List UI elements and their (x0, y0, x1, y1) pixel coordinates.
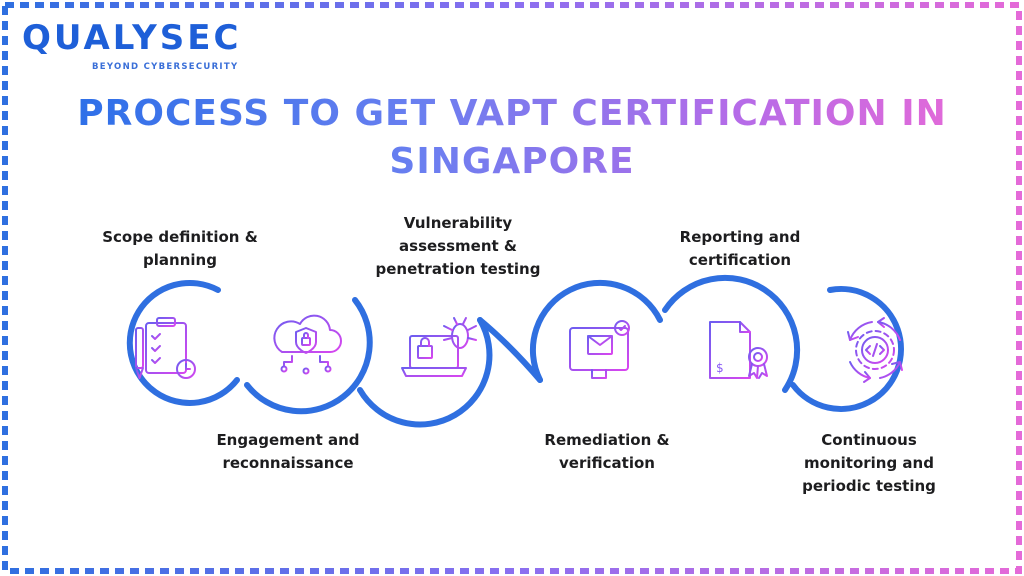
arc-step-4 (529, 279, 663, 383)
step-6-line-3: periodic testing (802, 477, 936, 495)
qualysec-logo: QUALYSEC BEYOND CYBERSECURITY (22, 16, 272, 76)
arc-step-2 (244, 297, 373, 415)
process-wave-connector (126, 274, 904, 428)
step-1-label: Scope definition & planning (85, 226, 275, 272)
laptop-bug-lock-icon (401, 317, 477, 377)
step-5-line-2: certification (688, 251, 792, 269)
arc-step-3 (357, 317, 493, 428)
step-3-line-2: assessment & (399, 237, 517, 255)
arc-link-3-4 (477, 317, 543, 383)
cycle-code-gear-icon (847, 317, 903, 383)
step-2-label: Engagement and reconnaissance (198, 429, 378, 475)
monitor-mail-check-icon (569, 320, 630, 379)
arc-step-5 (662, 274, 801, 393)
step-3-label: Vulnerability assessment & penetration t… (358, 212, 558, 281)
step-2-line-1: Engagement and (216, 431, 360, 449)
certificate-document-icon: $ (709, 321, 768, 379)
step-3-line-3: penetration testing (375, 260, 541, 278)
clipboard-checklist-icon (135, 317, 196, 379)
step-6-label: Continuous monitoring and periodic testi… (784, 429, 954, 498)
step-4-line-1: Remediation & (544, 431, 670, 449)
step-2-line-2: reconnaissance (222, 454, 354, 472)
svg-text:$: $ (716, 361, 724, 375)
step-6-line-1: Continuous (821, 431, 917, 449)
step-5-line-1: Reporting and (679, 228, 801, 246)
cloud-lock-network-icon (273, 314, 342, 375)
brand-tagline: BEYOND CYBERSECURITY (92, 62, 239, 72)
arc-step-6 (790, 286, 904, 412)
step-5-label: Reporting and certification (655, 226, 825, 272)
step-1-line-2: planning (143, 251, 217, 269)
step-4-line-2: verification (559, 454, 655, 472)
step-4-label: Remediation & verification (522, 429, 692, 475)
brand-name: QUALYSEC (22, 18, 242, 58)
step-1-line-1: Scope definition & (102, 228, 258, 246)
step-3-line-1: Vulnerability (403, 214, 513, 232)
step-6-line-2: monitoring and (804, 454, 934, 472)
arc-step-1 (126, 280, 240, 406)
